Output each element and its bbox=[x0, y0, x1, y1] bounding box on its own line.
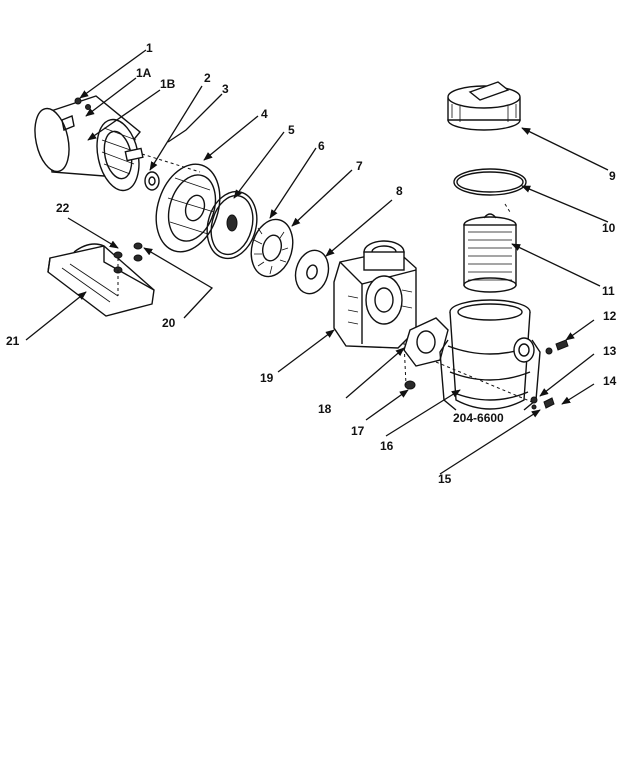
callout-8: 8 bbox=[396, 184, 403, 198]
callout-12: 12 bbox=[603, 309, 617, 323]
strainer-housing bbox=[439, 299, 541, 411]
callout-20: 20 bbox=[162, 316, 176, 330]
callout-4: 4 bbox=[261, 107, 268, 121]
leader-lines bbox=[25, 49, 609, 475]
callout-19: 19 bbox=[260, 371, 274, 385]
motor-base bbox=[47, 243, 155, 317]
callout-1: 1 bbox=[146, 41, 153, 55]
callout-6: 6 bbox=[318, 139, 325, 153]
part-stamp: 204-6600 bbox=[453, 411, 504, 425]
callout-16: 16 bbox=[380, 439, 394, 453]
callout-labels: 1 1A 1B 2 3 4 5 6 7 8 9 10 11 12 13 14 1… bbox=[6, 41, 617, 486]
callout-1b: 1B bbox=[160, 77, 176, 91]
impeller bbox=[250, 218, 294, 278]
callout-7: 7 bbox=[356, 159, 363, 173]
callout-22: 22 bbox=[56, 201, 70, 215]
base-screws bbox=[113, 242, 143, 296]
seal-washer bbox=[144, 171, 160, 191]
callout-3: 3 bbox=[222, 82, 229, 96]
callout-1a: 1A bbox=[136, 66, 152, 80]
callout-14: 14 bbox=[603, 374, 617, 388]
callout-2: 2 bbox=[204, 71, 211, 85]
motor bbox=[34, 95, 144, 192]
callout-10: 10 bbox=[602, 221, 616, 235]
strainer-basket bbox=[463, 213, 517, 293]
pump-volute bbox=[333, 240, 417, 349]
callout-9: 9 bbox=[609, 169, 616, 183]
callout-5: 5 bbox=[288, 123, 295, 137]
callout-17: 17 bbox=[351, 424, 365, 438]
gasket-disc bbox=[294, 249, 330, 295]
callout-18: 18 bbox=[318, 402, 332, 416]
strainer-lid bbox=[447, 81, 521, 131]
callout-15: 15 bbox=[438, 472, 452, 486]
o-ring bbox=[453, 168, 527, 196]
callout-11: 11 bbox=[602, 284, 615, 298]
screws-right bbox=[530, 339, 569, 410]
seal-plate bbox=[155, 163, 221, 253]
callout-21: 21 bbox=[6, 334, 20, 348]
callout-13: 13 bbox=[603, 344, 617, 358]
